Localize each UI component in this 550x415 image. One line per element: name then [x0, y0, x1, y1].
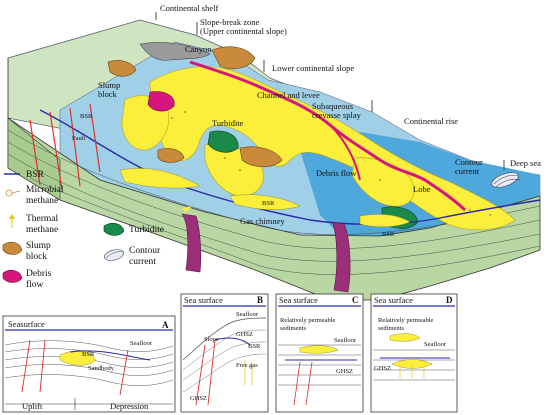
panel-c-letter: C [352, 295, 359, 305]
panel-c-sea-label: Sea surface [279, 295, 318, 305]
panel-b-letter: B [257, 295, 263, 305]
block-diagram: Continental shelf Slope-break zone (Uppe… [7, 3, 541, 301]
legend-debris-label-2: flow [26, 279, 44, 290]
label-gas-chimney: Gas chimney [240, 216, 285, 226]
debris-flow-icon [2, 269, 23, 283]
label-turbidite: Turbidite [212, 118, 244, 128]
legend-thermal-label: Thermal [26, 214, 59, 224]
debris-flow-blob [147, 91, 175, 112]
panel-b-ghsz1: GHSZ [236, 331, 253, 338]
contour-current-symbol [491, 172, 521, 188]
label-channel-levee: Channel and levee [257, 90, 320, 100]
panel-d-sea-label: Sea surface [374, 295, 413, 305]
label-canyon: Canyon [185, 44, 212, 54]
panel-c-perm-1: Relatively permeable [280, 317, 336, 324]
panel-b-seafloor: Seafloor [236, 311, 259, 318]
panel-a-seafloor: Seafloor [130, 340, 153, 347]
hydrate-zones [119, 168, 411, 227]
bsr-line [39, 109, 541, 225]
channel-branch [329, 124, 361, 181]
label-fault: Fault [72, 135, 86, 142]
channel-levee [189, 60, 467, 212]
turbidite-blob-1 [207, 130, 239, 153]
boundary-markers [155, 12, 505, 170]
legend-microbial-label-2: methane [26, 196, 58, 206]
panel-d: Sea surface D Relatively permeable sedim… [370, 293, 458, 413]
legend-thermal-label-2: methane [26, 225, 58, 235]
gas-chimneys [181, 206, 351, 293]
legend-bsr-label: BSR [26, 170, 45, 180]
thermal-methane-icon [9, 214, 15, 228]
legend-slump-label: Slump [26, 241, 51, 251]
label-subaqueous: Subaqueous [312, 101, 353, 111]
label-slope-break-sub: (Upper continental slope) [200, 26, 287, 36]
label-lobe: Lobe [413, 184, 431, 194]
label-deep-sea: Deep sea [510, 158, 541, 168]
panel-c-perm-2: sediments [280, 325, 306, 332]
panel-a-sea-label: Seasurface [8, 319, 45, 329]
canyon [139, 42, 211, 61]
panel-a-sandbody: Sandbody [88, 365, 115, 372]
turbidite-icon [103, 222, 125, 236]
slump-blocks [107, 46, 283, 168]
label-continental-shelf: Continental shelf [160, 3, 218, 13]
label-contour: Contour [455, 157, 483, 167]
panel-d-ghsz: GHSZ [374, 365, 391, 372]
panel-a-depression: Depression [110, 401, 149, 411]
panel-b-sea-label: Sea surface [184, 295, 223, 305]
label-bsr-left: BSR [80, 113, 93, 120]
legend-microbial-label: Microbial [26, 185, 64, 195]
label-slump-block: Slump [98, 80, 120, 90]
legend-slump-label-2: block [26, 252, 47, 262]
legend-contour-label: Contour [129, 246, 161, 256]
label-slope-break: Slope-break zone [200, 17, 259, 27]
panel-a-letter: A [162, 320, 169, 330]
label-continental-rise: Continental rise [404, 116, 458, 126]
panel-b-free-gas: Free gas [236, 362, 258, 369]
label-lower-slope: Lower continental slope [272, 63, 354, 73]
legend-turbidite-label: Turbidite [129, 225, 164, 235]
strata-lines [7, 129, 541, 275]
panel-c-seafloor: Seafloor [334, 337, 357, 344]
microbial-methane-icon [5, 189, 21, 197]
panel-a: Seasurface A Seafloor BSR Sandbody Uplif… [2, 315, 176, 413]
panel-d-perm-1: Relatively permeable [378, 317, 434, 324]
front-face [7, 117, 541, 301]
legend: BSR Microbial methane Thermal methane Sl… [2, 170, 164, 290]
label-bsr-right: BSR [382, 231, 395, 238]
panel-a-uplift: Uplift [22, 401, 43, 411]
panel-c: Sea surface C Relatively permeable sedim… [275, 293, 364, 413]
fault-lines [29, 103, 101, 191]
panel-d-seafloor: Seafloor [424, 341, 447, 348]
panel-b-slope: Slope [204, 336, 219, 343]
legend-debris-label: Debris [26, 269, 52, 279]
label-crevasse-splay: crevasse splay [312, 110, 362, 120]
panel-b-ghsz2: GHSZ [190, 395, 207, 402]
panel-a-bsr: BSR [82, 351, 95, 358]
contour-current-icon [103, 249, 125, 261]
panel-d-perm-2: sediments [378, 325, 404, 332]
panel-b: Sea surface B Seafloor Slope GHSZ BSR Fr… [180, 293, 269, 413]
label-contour-current: current [455, 166, 480, 176]
panel-b-bsr: BSR [248, 343, 261, 350]
label-slump-block-2: block [98, 89, 118, 99]
slump-block-icon [2, 241, 23, 255]
panel-c-ghsz: GHSZ [336, 368, 353, 375]
label-debris-flow: Debris flow [316, 168, 357, 178]
legend-contour-label-2: current [129, 257, 156, 267]
panel-d-letter: D [446, 295, 453, 305]
label-bsr-mid: BSR [262, 200, 275, 207]
